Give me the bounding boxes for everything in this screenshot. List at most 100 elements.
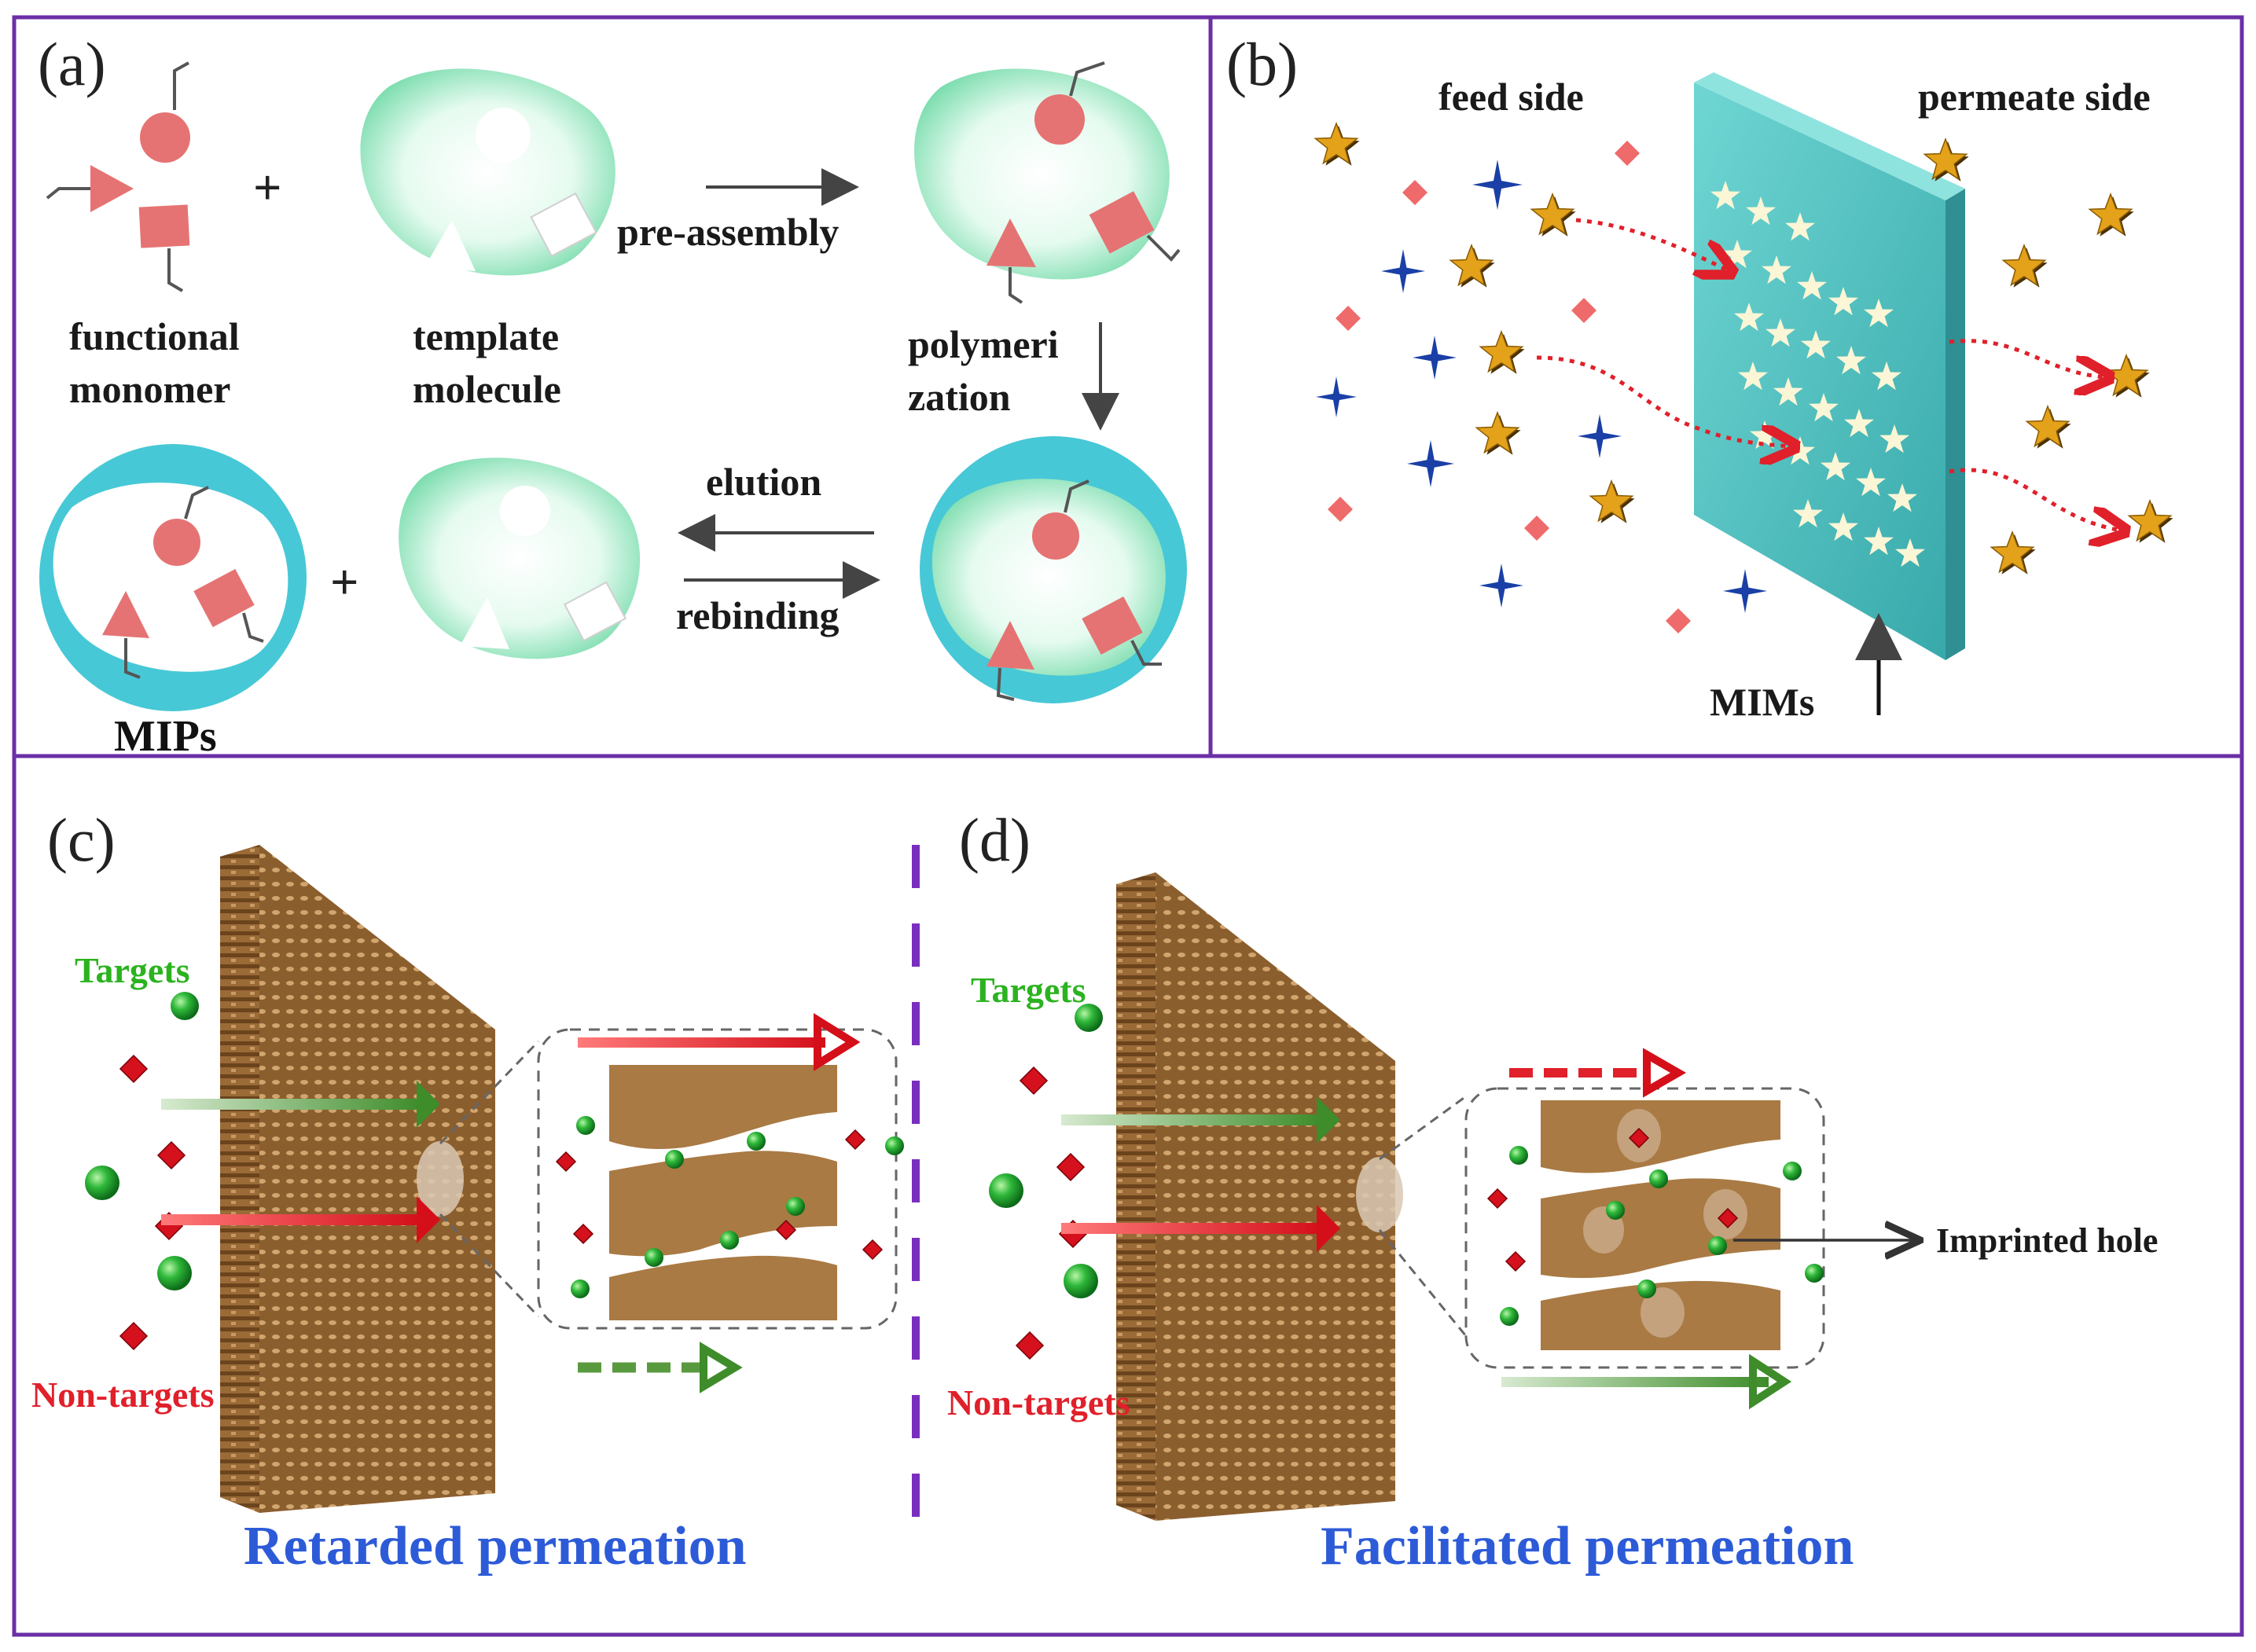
- zoom-line-bottom-c: [439, 1213, 540, 1318]
- imprint-star-icon: [1762, 255, 1791, 285]
- blue-star-icon: [1578, 414, 1622, 458]
- zoom-inset-d: [1464, 1087, 1825, 1369]
- nontarget-flow-arrow-c: [161, 1196, 440, 1243]
- nontarget-diamond-icon: [119, 1054, 149, 1084]
- nontarget-flow-arrow-d: [1061, 1205, 1340, 1252]
- target-sphere-icon: [1509, 1146, 1528, 1165]
- imprint-star-icon: [1887, 483, 1917, 512]
- mims-label: MIMs: [1710, 680, 1814, 724]
- target-sphere-icon: [576, 1116, 595, 1135]
- zoom-line-top-c: [439, 1040, 540, 1145]
- imprint-star-icon: [1710, 181, 1740, 210]
- gold-star-icon: [1475, 410, 1520, 454]
- imprint-star-icon: [1872, 362, 1901, 391]
- target-fast-arrow-d: [1501, 1353, 1792, 1410]
- blue-star-icon: [1407, 440, 1454, 487]
- target-sphere-icon: [1500, 1307, 1519, 1326]
- target-sphere-icon: [171, 992, 199, 1020]
- gold-star-icon: [1314, 121, 1359, 165]
- blue-star-icon: [1381, 249, 1425, 293]
- blue-star-icon: [1723, 569, 1767, 613]
- target-sphere-icon: [1805, 1264, 1824, 1283]
- imprint-star-icon: [1801, 330, 1831, 359]
- imprinted-hole-label: Imprinted hole: [1936, 1221, 2158, 1260]
- target-sphere-icon: [157, 1256, 192, 1290]
- permeate-side-label: permeate side: [1918, 75, 2151, 119]
- pink-diamond-icon: [1571, 298, 1596, 323]
- zoom-inset-c: [537, 1028, 898, 1330]
- zoom-line-bottom-d: [1378, 1229, 1468, 1337]
- transport-path-4: [1949, 468, 2122, 530]
- nontarget-diamond-icon: [555, 1151, 577, 1173]
- facilitated-permeation-title: Facilitated permeation: [1321, 1516, 1854, 1577]
- blue-star-icon: [1479, 564, 1523, 608]
- target-sphere-icon: [1064, 1264, 1098, 1298]
- target-sphere-icon: [85, 1166, 119, 1200]
- imprint-star-icon: [1856, 468, 1886, 497]
- target-sphere-icon: [1783, 1162, 1802, 1180]
- imprint-star-icon: [1738, 362, 1768, 391]
- retarded-permeation-title: Retarded permeation: [244, 1516, 747, 1577]
- panel-a: (a) + functional monomer template molecu…: [38, 30, 1187, 761]
- imprint-star-icon: [1895, 538, 1925, 567]
- nontarget-fast-arrow-c: [578, 1013, 861, 1071]
- target-sphere-icon: [885, 1136, 904, 1155]
- particles-c: [85, 992, 199, 1351]
- imprint-star-icon: [1785, 212, 1815, 241]
- target-sphere-icon: [747, 1132, 766, 1151]
- zoom-line-top-d: [1379, 1095, 1467, 1161]
- nontarget-diamond-icon: [572, 1223, 594, 1245]
- template-label: template: [413, 314, 559, 358]
- target-sphere-icon: [989, 1173, 1023, 1208]
- gold-star-icon: [2001, 243, 2047, 287]
- imprint-star-icon: [1864, 299, 1894, 328]
- polymeri-label: polymeri: [908, 322, 1059, 366]
- gold-star-icon: [1479, 329, 1524, 373]
- gold-star-icon: [2088, 192, 2133, 236]
- functional-label: functional: [69, 314, 240, 358]
- nontarget-diamond-icon: [1486, 1188, 1508, 1210]
- zation-label: zation: [908, 375, 1011, 419]
- pink-diamond-icon: [1328, 497, 1353, 522]
- template-molecule-icon: [360, 68, 615, 276]
- target-sphere-icon: [1075, 1004, 1103, 1032]
- nontarget-diamond-icon: [1056, 1152, 1086, 1182]
- gold-star-icon: [1530, 192, 1575, 236]
- imprint-star-icon: [1821, 452, 1850, 481]
- target-flow-arrow-c: [161, 1081, 440, 1128]
- nontarget-diamond-icon: [1015, 1331, 1045, 1360]
- imprint-star-icon: [1844, 409, 1874, 438]
- transport-path-1: [1575, 218, 1729, 271]
- mips-particle-icon: [39, 444, 307, 711]
- imprint-star-icon: [1864, 527, 1894, 556]
- nontarget-diamond-icon: [1019, 1066, 1049, 1096]
- gold-star-icon: [1990, 530, 2035, 574]
- target-sphere-icon: [645, 1248, 663, 1267]
- target-sphere-icon: [1708, 1236, 1727, 1255]
- gold-star-icon: [2025, 404, 2070, 448]
- porous-membrane-block-d: [1116, 872, 1403, 1521]
- pink-diamond-icon: [1666, 608, 1691, 633]
- functional-monomer-icon: [46, 61, 190, 292]
- panel-c-letter: (c): [47, 806, 116, 874]
- inset-particles-c: [555, 1116, 904, 1298]
- feed-side-particles: [1314, 121, 1767, 633]
- target-sphere-icon: [571, 1279, 590, 1298]
- polymerized-particle-icon: [920, 436, 1187, 703]
- panel-d-letter: (d): [959, 806, 1031, 874]
- transport-path-2: [1536, 355, 1792, 446]
- feed-side-label: feed side: [1438, 75, 1584, 119]
- pink-diamond-icon: [1524, 516, 1549, 541]
- gold-star-icon: [1589, 479, 1634, 523]
- transport-path-3: [1949, 339, 2107, 377]
- imprint-star-icon: [1734, 303, 1764, 332]
- imprint-star-icon: [1836, 346, 1866, 375]
- nontarget-diamond-icon: [775, 1219, 797, 1241]
- elution-label: elution: [706, 460, 821, 504]
- panel-d: (d) Targets Non-targets: [947, 806, 2158, 1577]
- blue-star-icon: [1472, 160, 1523, 210]
- blue-star-icon: [1316, 376, 1357, 417]
- imprint-star-icon: [1797, 271, 1827, 300]
- gold-star-icon: [1923, 137, 1968, 181]
